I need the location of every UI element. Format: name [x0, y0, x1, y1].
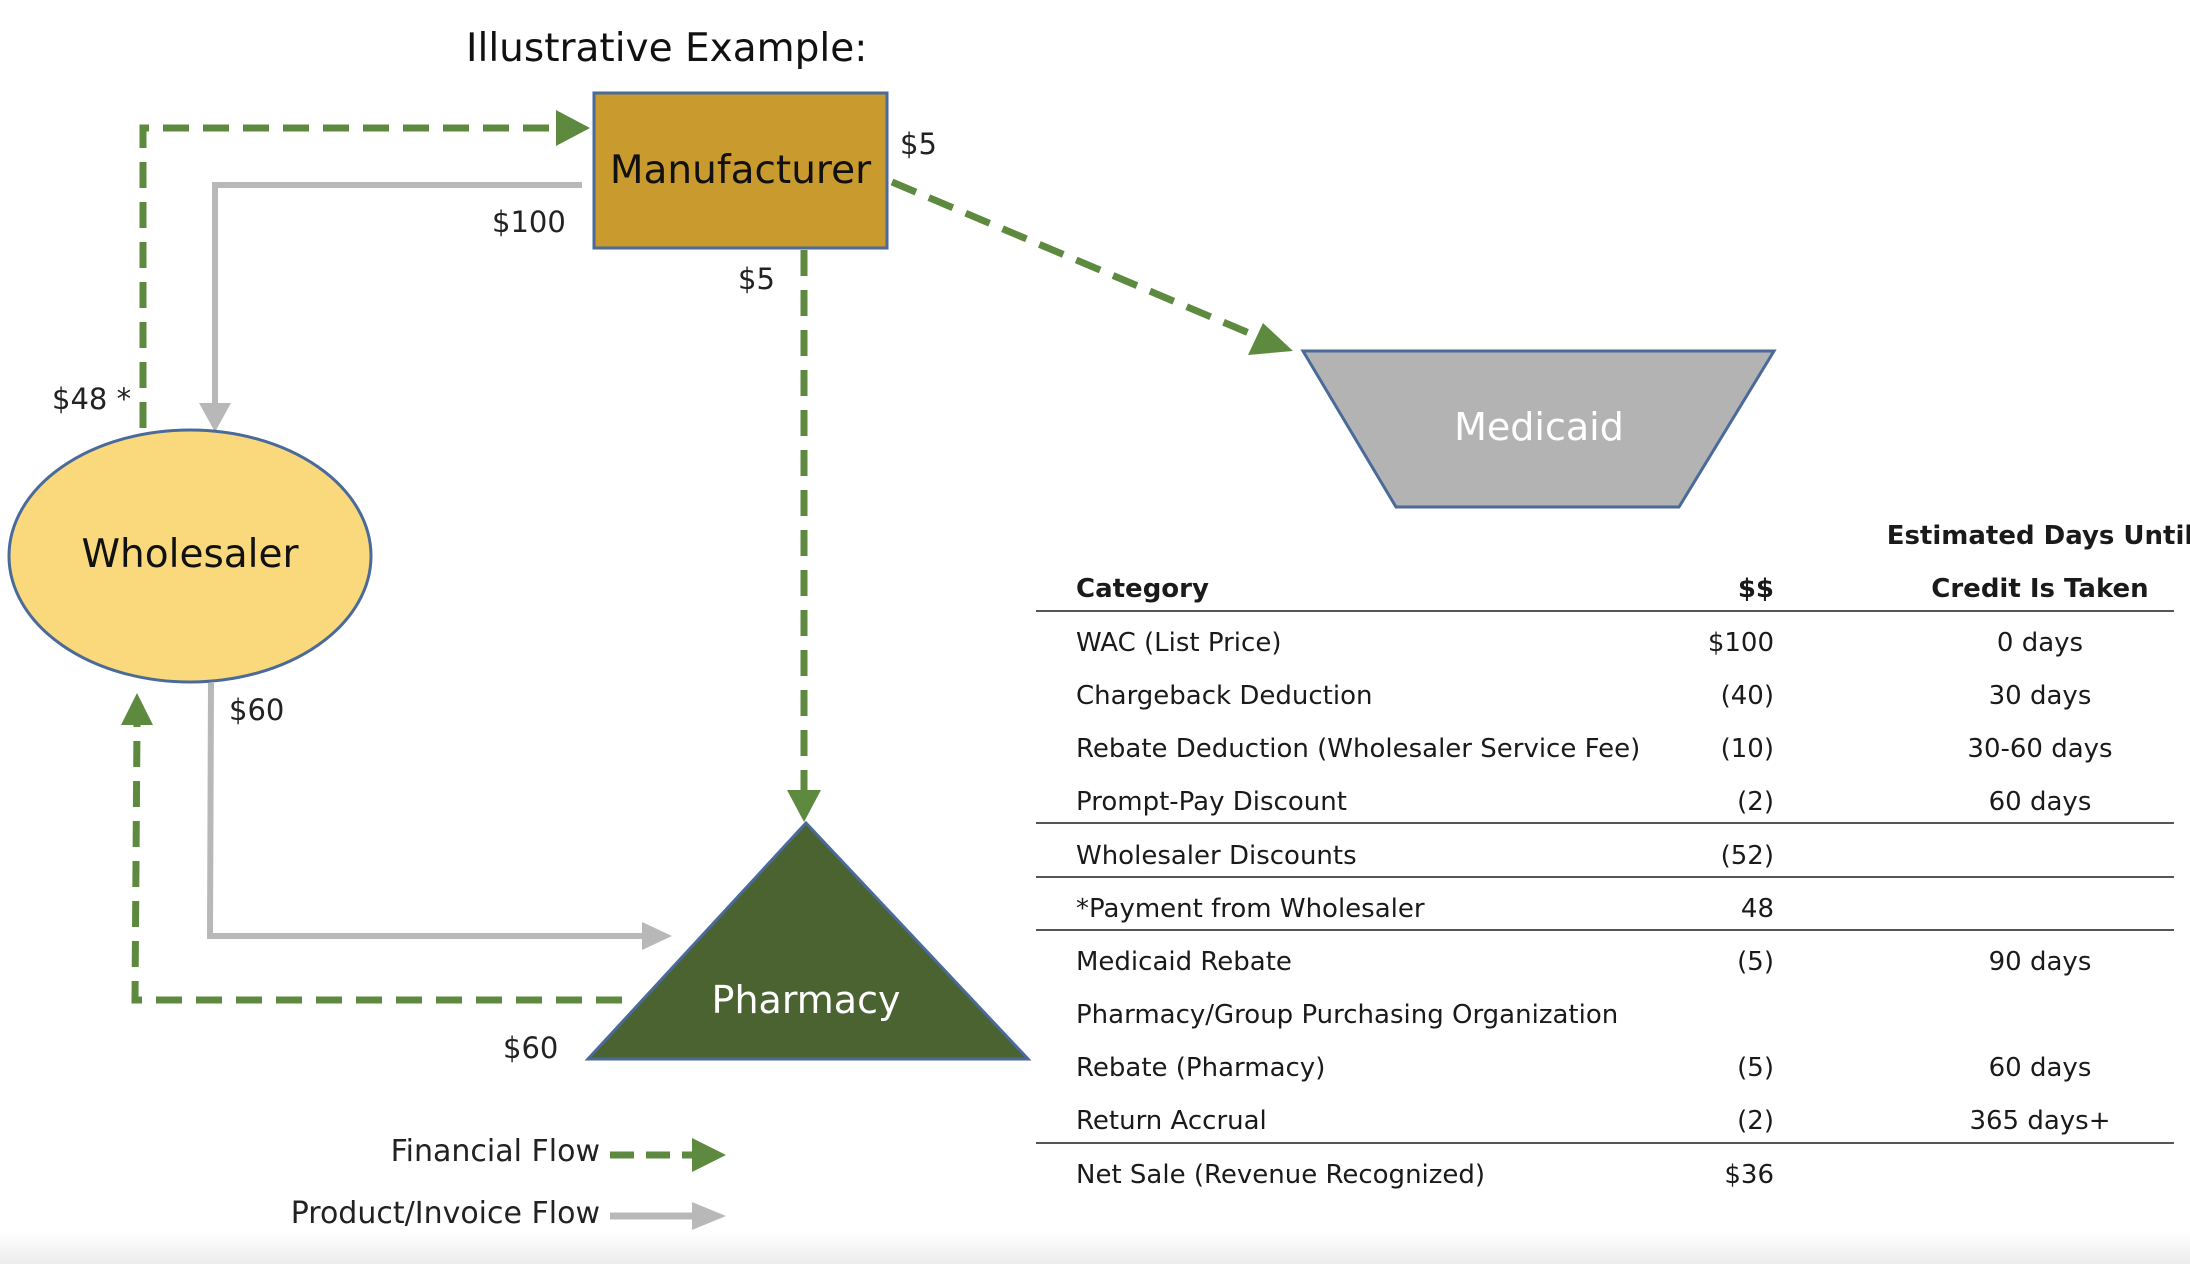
legend-financial-label: Financial Flow: [390, 1134, 600, 1169]
bottom-shade: [0, 1232, 2190, 1264]
row-amount: $36: [1724, 1160, 1774, 1190]
row-amount: $100: [1707, 628, 1774, 658]
table-row: Medicaid Rebate (5) 90 days: [1036, 936, 2174, 989]
diagram-title: Illustrative Example:: [466, 26, 868, 71]
medicaid-label: Medicaid: [1454, 405, 1624, 449]
table-rule-header: [1036, 610, 2174, 612]
table-header-row: Category $$ Credit Is Taken: [1036, 563, 2174, 616]
amount-manufacturer-to-medicaid: $5: [900, 127, 937, 161]
row-amount: (2): [1737, 787, 1774, 817]
row-amount: (5): [1737, 947, 1774, 977]
table-row: Chargeback Deduction (40) 30 days: [1036, 670, 2174, 723]
table-row: Prompt-Pay Discount (2) 60 days: [1036, 776, 2174, 829]
financial-arrowhead-manufacturer: [556, 110, 590, 146]
row-amount: (2): [1737, 1106, 1774, 1136]
row-amount: (5): [1737, 1053, 1774, 1083]
row-days: 365 days+: [1969, 1106, 2111, 1136]
row-days: 0 days: [1996, 628, 2084, 658]
manufacturer-label: Manufacturer: [609, 148, 872, 193]
product-arrowhead-pharmacy: [642, 922, 672, 950]
table-header-row-top: Estimated Days Until: [1036, 510, 2190, 563]
row-days: 30 days: [1988, 681, 2092, 711]
table-row: Return Accrual (2) 365 days+: [1036, 1095, 2174, 1148]
table-row: Net Sale (Revenue Recognized) $36: [1036, 1149, 2174, 1202]
product-arrowhead-wholesaler: [199, 403, 231, 432]
pharmacy-triangle: [584, 820, 1032, 1061]
row-category: Rebate Deduction (Wholesaler Service Fee…: [1076, 734, 1641, 764]
financial-arrowhead-pharmacy: [787, 790, 821, 822]
row-category: Rebate (Pharmacy): [1076, 1053, 1326, 1083]
row-amount: (40): [1720, 681, 1774, 711]
financial-flow-wholesaler-to-manufacturer: [139, 124, 556, 428]
legend-product-arrowhead: [692, 1202, 726, 1230]
financial-flow-pharmacy-to-wholesaler: [131, 724, 622, 1004]
product-flow-wholesaler-to-pharmacy: [206, 682, 644, 939]
table-rule-payment: [1036, 929, 2174, 931]
medicaid-trapezoid: [1300, 349, 1777, 509]
wholesaler-ellipse: [7, 428, 373, 684]
row-days: 60 days: [1988, 787, 2092, 817]
row-days: 90 days: [1988, 947, 2092, 977]
financial-flow-manufacturer-to-medicaid: [890, 178, 1258, 340]
table-row: Rebate Deduction (Wholesaler Service Fee…: [1036, 723, 2174, 776]
table-row: *Payment from Wholesaler 48: [1036, 883, 2174, 936]
amount-manufacturer-to-pharmacy: $5: [738, 262, 775, 296]
pharmacy-label: Pharmacy: [711, 978, 901, 1022]
row-category: Net Sale (Revenue Recognized): [1076, 1160, 1486, 1190]
table-row: Rebate (Pharmacy) (5) 60 days: [1036, 1042, 2174, 1095]
table-row: Pharmacy/Group Purchasing Organization: [1036, 989, 2174, 1042]
row-category: Return Accrual: [1076, 1106, 1267, 1136]
table-row: WAC (List Price) $100 0 days: [1036, 617, 2174, 670]
row-category: Prompt-Pay Discount: [1076, 787, 1347, 817]
row-category: WAC (List Price): [1076, 628, 1282, 658]
product-flow-manufacturer-to-wholesaler: [212, 182, 582, 405]
table-rule-net: [1036, 1142, 2174, 1144]
row-amount: (52): [1720, 841, 1774, 871]
amount-manufacturer-to-wholesaler: $100: [492, 205, 566, 239]
table-row: Wholesaler Discounts (52): [1036, 830, 2174, 883]
row-category: Medicaid Rebate: [1076, 947, 1292, 977]
table-rule-subtotal: [1036, 822, 2174, 824]
amount-pharmacy-to-wholesaler: $60: [503, 1031, 559, 1065]
amount-wholesaler-to-pharmacy: $60: [229, 693, 285, 727]
wholesaler-label: Wholesaler: [81, 532, 299, 577]
header-category: Category: [1076, 574, 1209, 604]
manufacturer-box: [592, 91, 889, 250]
row-amount: (10): [1720, 734, 1774, 764]
legend-financial-arrowhead: [692, 1138, 726, 1172]
table-rule-discounts: [1036, 876, 2174, 878]
row-amount: 48: [1740, 894, 1774, 924]
financial-arrowhead-wholesaler: [121, 693, 153, 725]
row-days: 60 days: [1988, 1053, 2092, 1083]
legend-product-label: Product/Invoice Flow: [290, 1196, 600, 1231]
header-days-line2: Credit Is Taken: [1931, 574, 2149, 604]
financial-arrowhead-medicaid: [1248, 323, 1293, 355]
amount-wholesaler-to-manufacturer: $48 *: [52, 382, 132, 416]
row-category: Pharmacy/Group Purchasing Organization: [1076, 1000, 1619, 1030]
row-category: Chargeback Deduction: [1076, 681, 1373, 711]
header-days-line1: Estimated Days Until: [1886, 521, 2190, 551]
row-category: *Payment from Wholesaler: [1076, 894, 1425, 924]
row-days: 30-60 days: [1967, 734, 2113, 764]
row-category: Wholesaler Discounts: [1076, 841, 1357, 871]
header-amount: $$: [1737, 574, 1774, 604]
